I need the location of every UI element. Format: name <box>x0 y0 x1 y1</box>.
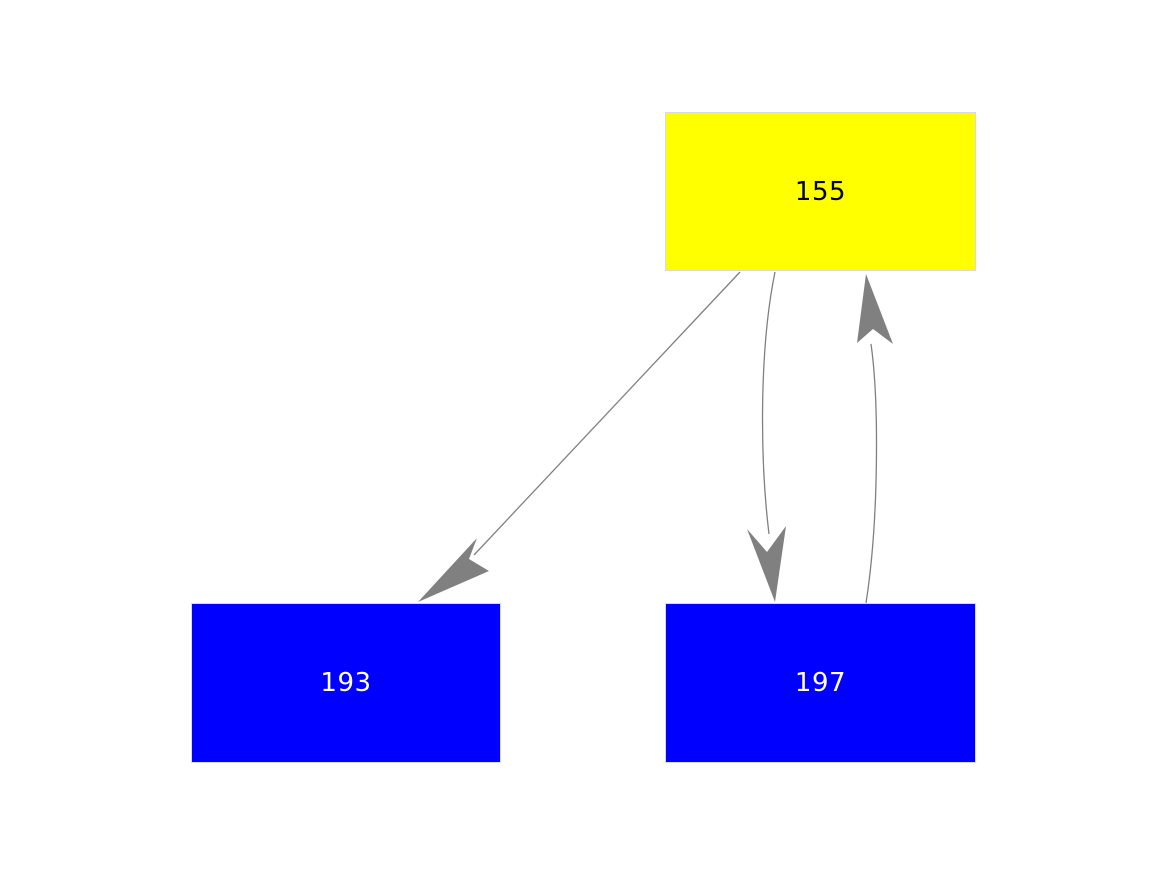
node-155[interactable]: 155 <box>665 112 976 271</box>
edge-197-to-155-line <box>865 343 878 604</box>
edge-155-to-193-line <box>473 271 741 556</box>
node-193[interactable]: 193 <box>191 603 501 763</box>
edge-155-to-193-arrowhead <box>418 538 489 602</box>
edge-155-to-197-line <box>761 271 776 535</box>
edge-155-to-197-arrowhead <box>747 526 786 602</box>
node-197[interactable]: 197 <box>665 603 976 763</box>
node-155-label: 155 <box>794 176 847 207</box>
edge-197-to-155[interactable] <box>857 274 893 604</box>
edge-155-to-197[interactable] <box>747 271 786 602</box>
node-197-label: 197 <box>794 668 847 698</box>
edge-197-to-155-arrowhead <box>857 274 893 344</box>
node-193-label: 193 <box>320 668 372 698</box>
edge-155-to-193[interactable] <box>418 271 741 602</box>
